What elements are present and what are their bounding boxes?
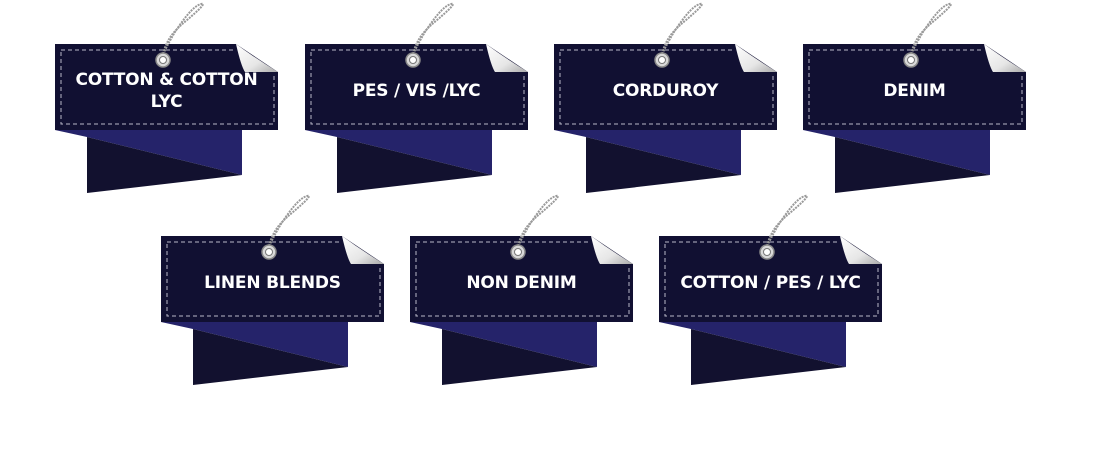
string-icon [661,2,704,55]
string-icon [766,194,809,247]
folded-corner [236,44,278,72]
tag-pes-vis-lyc[interactable]: PES / VIS /LYC [305,0,537,196]
tag-non-denim[interactable]: NON DENIM [410,192,642,388]
ribbon-light [803,130,990,175]
ribbon-light [305,130,492,175]
ribbon-dark [835,137,990,193]
string-icon [162,2,205,55]
string-icon [268,194,311,247]
tag-shape [305,2,528,193]
tag-linen-blends[interactable]: LINEN BLENDS [161,192,393,388]
tag-label: NON DENIM [466,273,577,293]
folded-corner [735,44,777,72]
ribbon-light [410,322,597,367]
tag-shape [161,194,384,385]
string-icon [517,194,560,247]
string-icon [412,2,455,55]
stitch-border [559,49,774,125]
tag-label: DENIM [883,81,946,101]
tag-body [161,236,384,322]
ribbon-dark [586,137,741,193]
tag-body [55,44,278,130]
ribbon-light [55,130,242,175]
ribbon-dark [87,137,242,193]
tag-label: CORDUROY [612,81,719,101]
stitch-border [664,241,879,317]
tag-body [659,236,882,322]
tag-body [410,236,633,322]
ribbon-dark [691,329,846,385]
tag-cotton-pes-lyc[interactable]: COTTON / PES / LYC [659,192,891,388]
folded-corner [342,236,384,264]
string-icon [910,2,953,55]
tag-cotton-cotton-lyc[interactable]: COTTON & COTTON LYC [55,0,287,196]
ribbon-light [659,322,846,367]
tag-body [305,44,528,130]
folded-corner [486,44,528,72]
folded-corner [984,44,1026,72]
stitch-border [166,241,381,317]
ribbon-dark [193,329,348,385]
tag-label: PES / VIS /LYC [352,81,481,101]
tag-shape [554,2,777,193]
tag-body [554,44,777,130]
tag-body [803,44,1026,130]
ribbon-dark [337,137,492,193]
tag-label: COTTON / PES / LYC [680,273,861,293]
tag-shape [659,194,882,385]
stitch-border [60,49,275,125]
stitch-border [415,241,630,317]
folded-corner [591,236,633,264]
tag-shape [55,2,278,193]
tag-shape [410,194,633,385]
tag-denim[interactable]: DENIM [803,0,1035,196]
tag-shape [803,2,1026,193]
stitch-border [808,49,1023,125]
stitch-border [310,49,525,125]
ribbon-light [161,322,348,367]
ribbon-light [554,130,741,175]
folded-corner [840,236,882,264]
tag-label: LINEN BLENDS [204,273,341,293]
tag-label: COTTON & COTTON LYC [75,70,258,112]
ribbon-dark [442,329,597,385]
tag-corduroy[interactable]: CORDUROY [554,0,786,196]
